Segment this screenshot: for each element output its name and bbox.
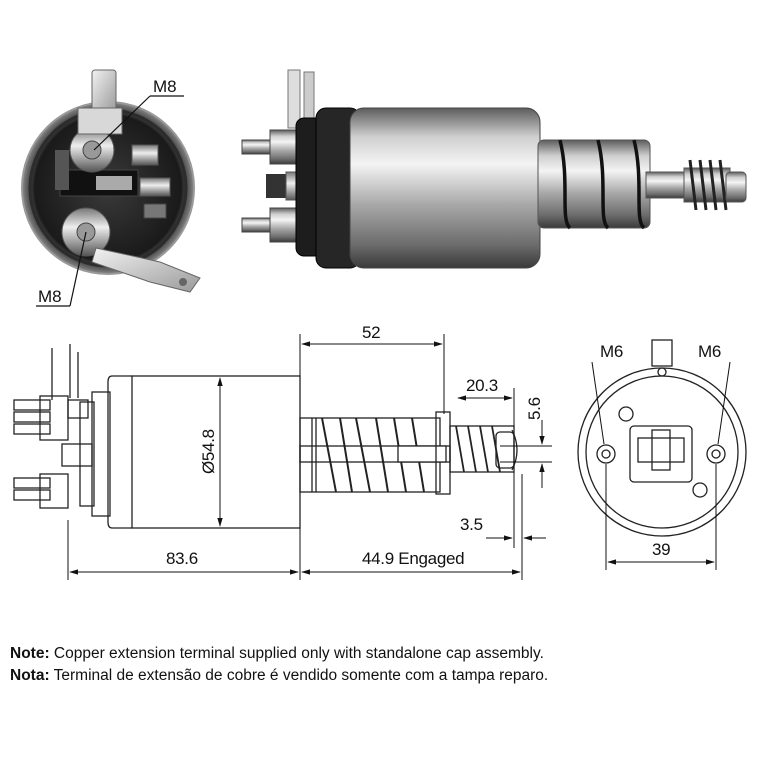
callout-m8-bottom: M8 (38, 287, 62, 306)
dim-stroke: 52 (362, 323, 380, 342)
dim-body-length: 83.6 (166, 549, 198, 568)
notes-block: Note: Copper extension terminal supplied… (10, 643, 750, 687)
dim-width: 39 (652, 540, 670, 559)
dim-offset: 3.5 (460, 515, 483, 534)
solenoid-diagram: M8 M8 (13, 69, 747, 580)
dim-engaged-extension: 20.3 (466, 376, 498, 395)
photo-side-view (241, 69, 747, 269)
end-view-dimensions (591, 361, 731, 570)
dim-gap-small: 5.6 (525, 397, 544, 420)
drawing-side-view (13, 344, 518, 529)
side-view-dimensions (67, 334, 552, 580)
end-view-dimension-labels: M6 M6 39 (600, 342, 721, 559)
dim-thread-left: M6 (600, 342, 623, 361)
dim-engaged-length: 44.9 Engaged (362, 549, 464, 568)
dim-thread-right: M6 (698, 342, 721, 361)
dim-diameter: Ø54.8 (199, 429, 218, 474)
note-english-label: Note: (10, 645, 50, 662)
note-portuguese: Nota: Terminal de extensão de cobre é ve… (10, 665, 750, 687)
note-portuguese-label: Nota: (10, 667, 50, 684)
photo-end-cap: M8 M8 (21, 69, 201, 307)
note-english: Note: Copper extension terminal supplied… (10, 643, 750, 665)
callout-m8-top: M8 (153, 77, 177, 96)
drawing-end-view (577, 339, 747, 537)
side-view-dimension-labels: 52 20.3 5.6 Ø54.8 3.5 83.6 44.9 Engaged (166, 323, 544, 568)
note-portuguese-text: Terminal de extensão de cobre é vendido … (49, 667, 549, 684)
note-english-text: Copper extension terminal supplied only … (49, 645, 544, 662)
